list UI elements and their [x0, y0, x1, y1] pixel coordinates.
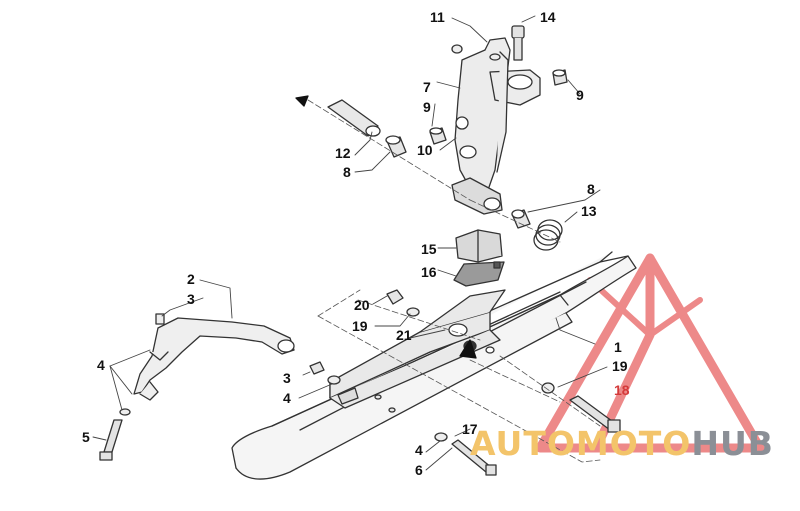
callout-9-left: 9: [423, 99, 431, 115]
wear-pad-15: [455, 229, 503, 263]
callout-14: 14: [540, 9, 556, 25]
bolt-6: [451, 439, 497, 476]
callout-12: 12: [335, 145, 351, 161]
callout-16: 16: [421, 264, 437, 280]
bolt-18: [569, 395, 621, 433]
callout-2: 2: [187, 271, 195, 287]
callout-20: 20: [354, 297, 370, 313]
bolt-5: [99, 419, 123, 461]
bushing-9-right: [552, 69, 568, 86]
callout-8-left: 8: [343, 164, 351, 180]
nut-20: [386, 289, 404, 305]
callout-1: 1: [614, 339, 622, 355]
ski-handle: [133, 317, 295, 401]
arrow-upper: [295, 95, 309, 107]
callout-5: 5: [82, 429, 90, 445]
washer-4b: [327, 375, 341, 385]
watermark-text-secondary: HUB: [691, 424, 774, 463]
callout-21: 21: [396, 327, 412, 343]
spindle-bracket: [329, 289, 506, 413]
washer-4c: [434, 432, 448, 442]
center-lines: [307, 99, 601, 463]
watermark-text: AUTOMOTOHUB: [470, 426, 774, 462]
callout-19-left: 19: [352, 318, 368, 334]
leader-lines: [92, 15, 608, 471]
washer-4a: [119, 408, 131, 416]
callout-17: 17: [462, 421, 478, 437]
bushing-8-left: [385, 135, 407, 158]
bushing-9-left: [429, 127, 447, 145]
bushing-8-right: [511, 209, 531, 229]
callout-9-right: 9: [576, 87, 584, 103]
nut-3b: [309, 361, 325, 375]
spindle-housing: [454, 37, 541, 191]
washer-11b: [489, 53, 501, 61]
spring-13: [533, 219, 563, 251]
callout-3-lower: 3: [283, 370, 291, 386]
stopper-block: [451, 177, 503, 215]
spacer-3a: [155, 313, 165, 325]
arrow-lower: [459, 339, 477, 359]
washer-19b: [541, 382, 555, 394]
callout-6: 6: [415, 462, 423, 478]
watermark-text-primary: AUTOMOTO: [470, 424, 692, 463]
callout-15: 15: [421, 241, 437, 257]
callout-11: 11: [430, 9, 445, 25]
callout-19-right: 19: [612, 358, 628, 374]
washer-11: [451, 44, 463, 54]
watermark-logo: [535, 253, 765, 453]
callout-4-left: 4: [97, 357, 105, 373]
callout-13: 13: [581, 203, 597, 219]
plate-16: [453, 261, 505, 287]
callout-3-upper: 3: [187, 291, 195, 307]
callout-4-bottom: 4: [415, 442, 423, 458]
callout-7: 7: [423, 79, 431, 95]
pin-12: [327, 99, 381, 137]
callout-4-lower: 4: [283, 390, 291, 406]
bolt-14: [511, 25, 525, 61]
callout-10: 10: [417, 142, 433, 158]
callout-18: 18: [614, 382, 630, 398]
callout-8-right: 8: [587, 181, 595, 197]
